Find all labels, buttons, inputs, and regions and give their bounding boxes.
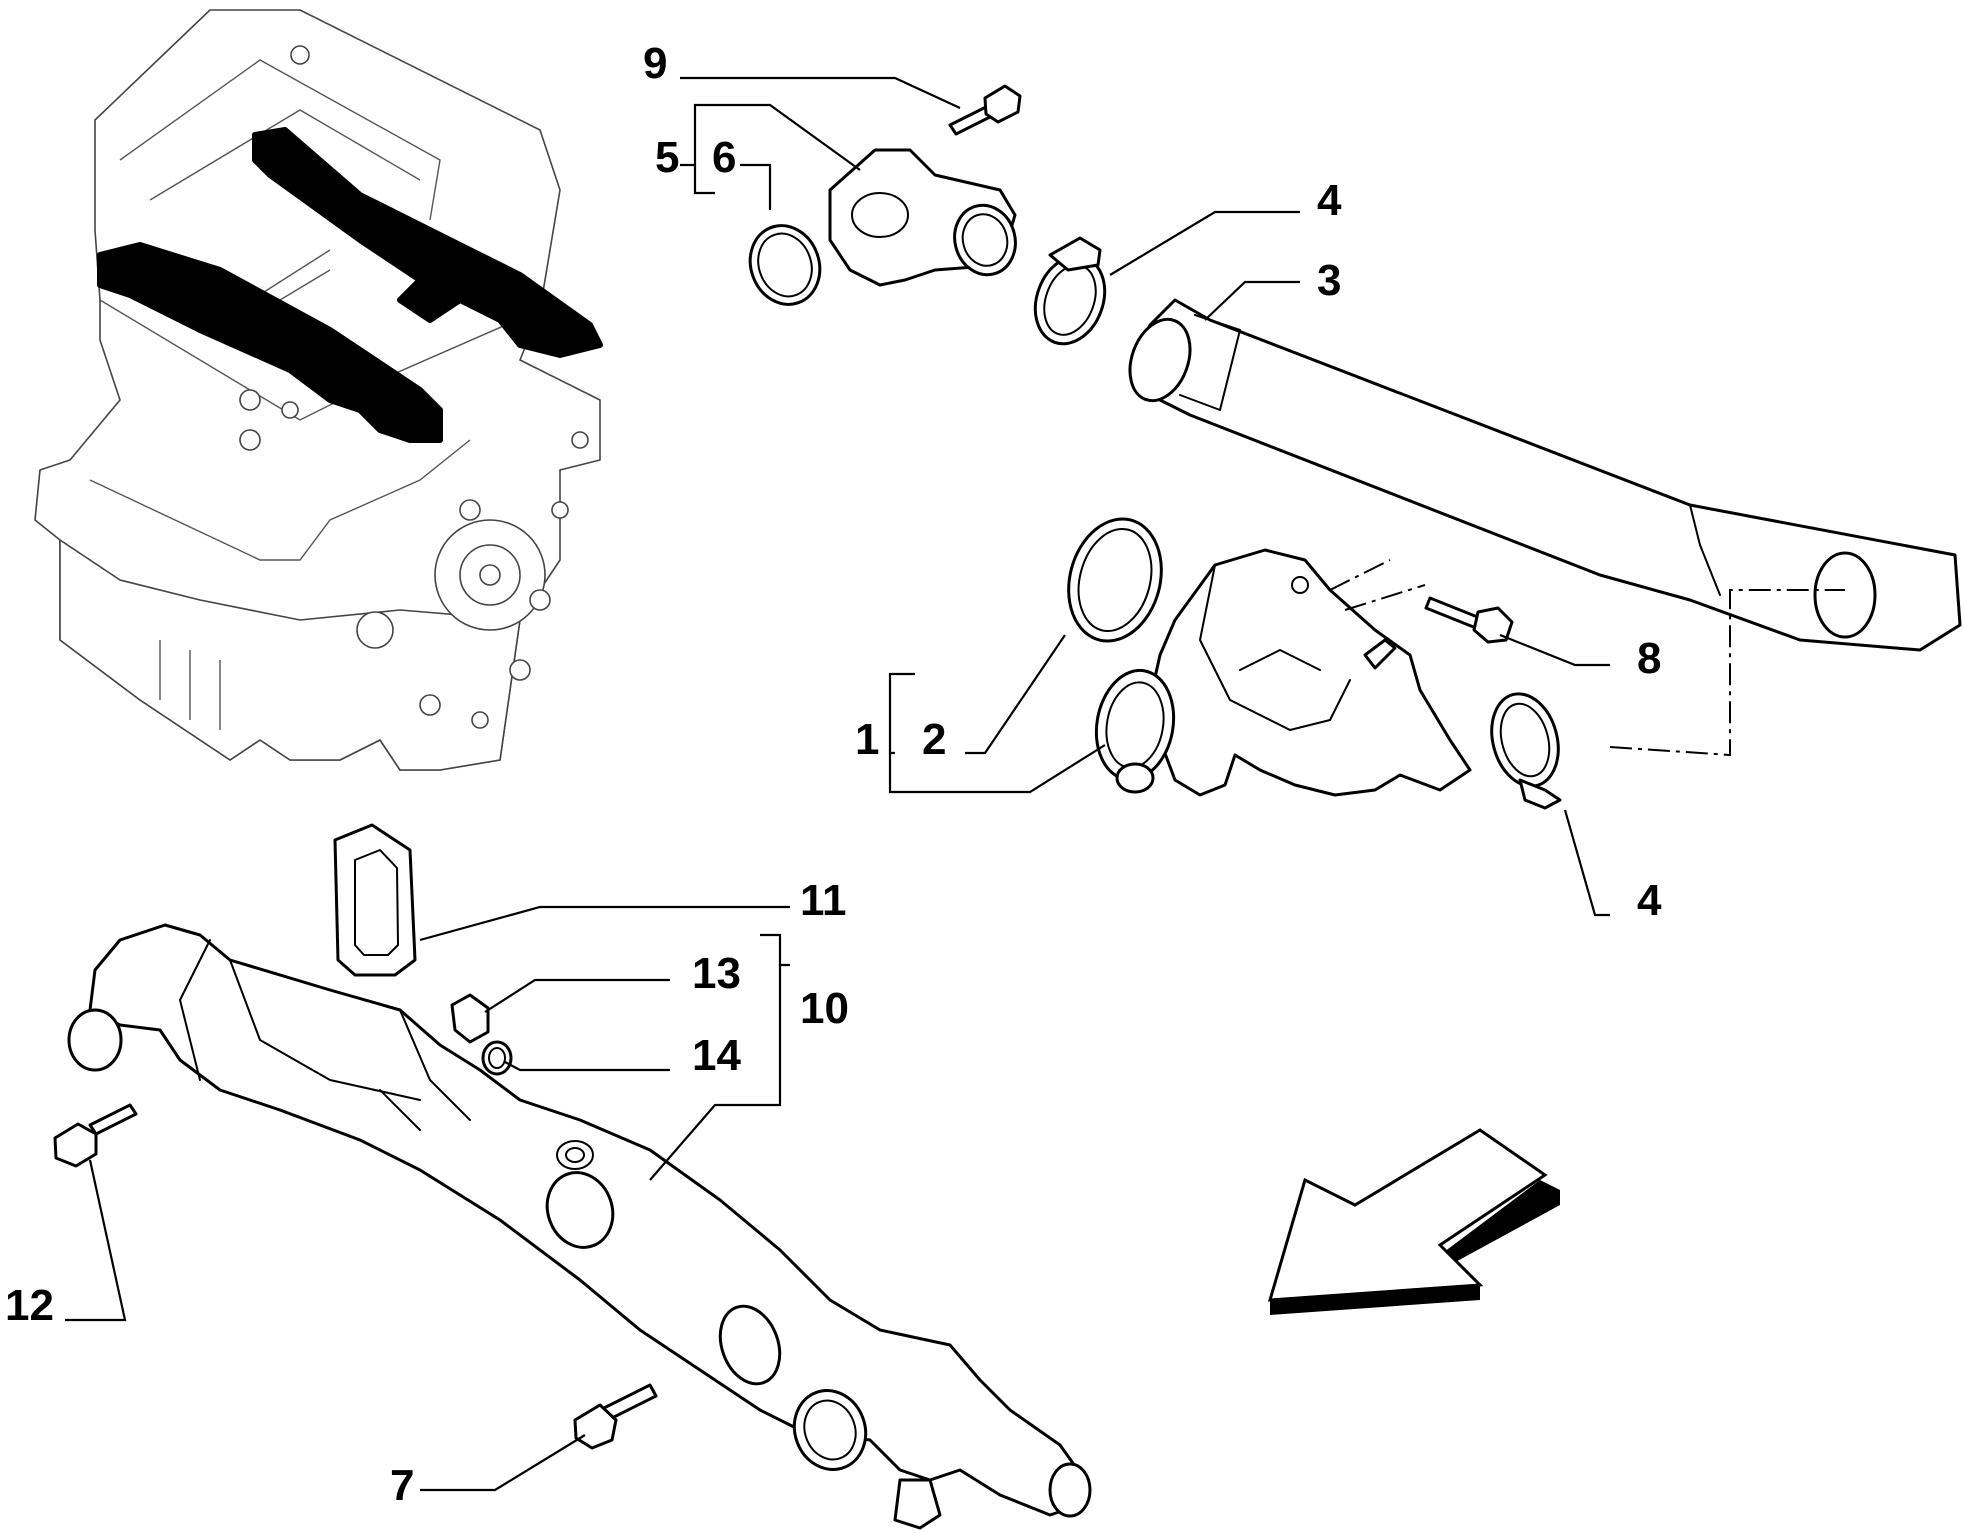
fuel-rail-harness — [97, 127, 603, 443]
callout-7: 7 — [390, 1461, 414, 1510]
callout-labels: 1 2 3 4 4 5 6 7 8 9 10 11 12 13 14 — [5, 39, 1662, 1510]
callout-5: 5 — [655, 133, 679, 182]
thermostat-housing-1 — [1094, 548, 1472, 797]
callout-12: 12 — [5, 1281, 54, 1330]
callout-10: 10 — [800, 984, 849, 1033]
water-pipe-10 — [67, 923, 1092, 1530]
plug-13 — [450, 993, 490, 1044]
bolt-12 — [53, 1103, 138, 1168]
direction-arrow — [1267, 1128, 1560, 1315]
seal-ring-2 — [1067, 517, 1163, 643]
o-ring-gasket-6 — [748, 224, 822, 306]
outlet-fitting-5 — [828, 148, 1017, 287]
washer-14 — [481, 1040, 513, 1076]
callout-9: 9 — [643, 39, 667, 88]
callout-6: 6 — [712, 133, 736, 182]
callout-14: 14 — [692, 1031, 741, 1080]
callout-4-upper: 4 — [1317, 176, 1342, 225]
hose-clamp-4-lower — [1490, 692, 1562, 810]
callout-8: 8 — [1637, 634, 1661, 683]
bolt-8 — [1424, 596, 1514, 644]
callout-13: 13 — [692, 949, 741, 998]
bolt-9 — [948, 84, 1022, 136]
callout-11: 11 — [800, 876, 847, 925]
callout-4-lower: 4 — [1637, 876, 1662, 925]
callout-2: 2 — [922, 715, 946, 764]
hose-clamp-4-upper — [1033, 236, 1107, 346]
gasket-11 — [333, 823, 417, 977]
coolant-hose-3 — [1128, 298, 1962, 652]
leader-lines — [65, 76, 1845, 1492]
callout-3: 3 — [1317, 256, 1341, 305]
callout-1: 1 — [855, 715, 879, 764]
bolt-7 — [573, 1383, 658, 1450]
